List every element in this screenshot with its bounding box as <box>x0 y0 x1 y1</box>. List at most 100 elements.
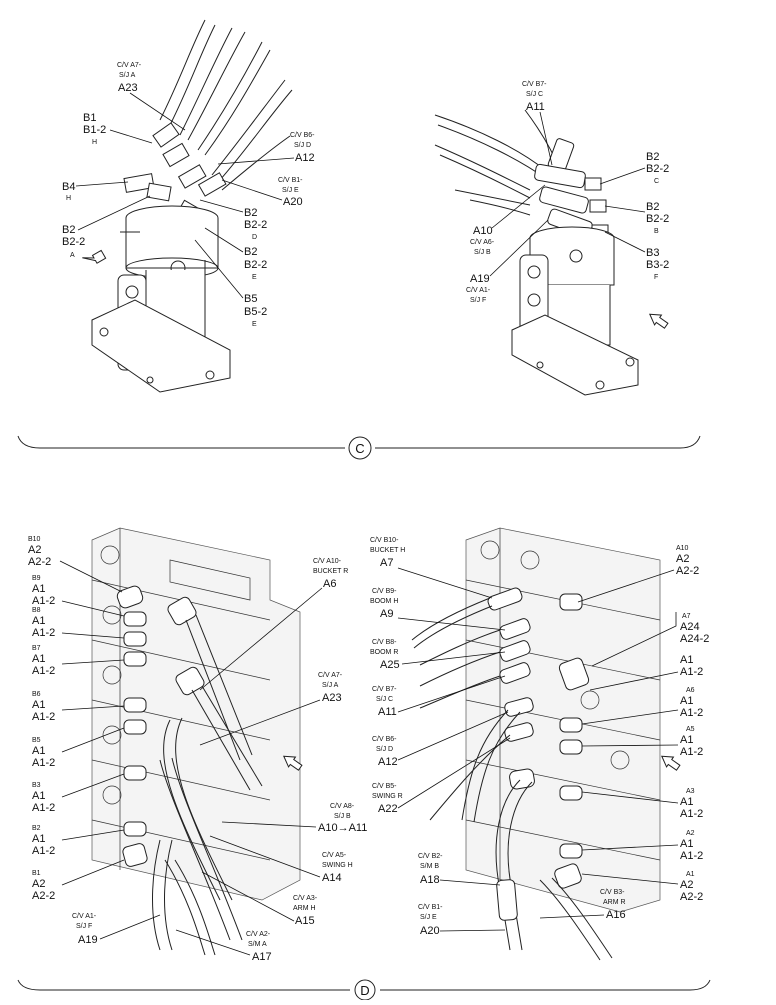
label-b2-2: B2-2 <box>244 219 267 231</box>
label-cv-a7: C/V A7- <box>117 62 142 69</box>
label-cv-b1: C/V B1- <box>418 904 443 911</box>
label-a1-2: A1-2 <box>680 746 703 758</box>
label-cv-b10: C/V B10- <box>370 537 399 544</box>
label-cv-b1: C/V B1- <box>278 177 303 184</box>
label-a1: A1 <box>680 734 693 746</box>
label-a1: A1 <box>32 699 45 711</box>
label-a2: A2 <box>686 830 695 837</box>
label-a6: A6 <box>323 578 336 590</box>
label-bucket-h: BUCKET H <box>370 547 405 554</box>
label-b5: B5 <box>32 737 41 744</box>
label-a14: A14 <box>322 872 342 884</box>
label-h: H <box>66 195 71 202</box>
label-b3: B3 <box>646 247 659 259</box>
swivel-joint-right <box>434 109 669 396</box>
label-d: D <box>252 234 257 241</box>
label-a22: A22 <box>378 803 398 815</box>
label-bucket-r: BUCKET R <box>313 568 348 575</box>
control-valve-left <box>91 527 303 956</box>
label-a1-2: A1-2 <box>32 711 55 723</box>
label-a1: A1 <box>680 695 693 707</box>
label-b1: B1 <box>32 870 41 877</box>
labels-swivel-left: C/V A7- S/J A A23 B1 B1-2 H B4 H B2 B2-2… <box>62 62 315 328</box>
label-b3-2: B3-2 <box>646 259 669 271</box>
label-a16: A16 <box>606 909 626 921</box>
labels-valve-left: B10 A2 A2-2 B9 A1 A1-2 B8 A1 A1-2 B7 A1 … <box>28 536 367 963</box>
label-a11: A11 <box>378 706 397 718</box>
label-sj-f: S/J F <box>470 297 486 304</box>
label-b7: B7 <box>32 645 41 652</box>
label-swing-h: SWING H <box>322 862 353 869</box>
label-a1-2: A1-2 <box>32 845 55 857</box>
label-a18: A18 <box>420 874 440 886</box>
label-b6: B6 <box>32 691 41 698</box>
label-a20: A20 <box>283 196 303 208</box>
section-d-marker: D <box>360 983 369 998</box>
label-arm-r: ARM R <box>603 899 626 906</box>
label-b1-2: B1-2 <box>83 124 106 136</box>
label-a1-2: A1-2 <box>32 595 55 607</box>
label-sm-b: S/M B <box>420 863 439 870</box>
label-a1: A1 <box>680 796 693 808</box>
label-a2: A2 <box>32 878 45 890</box>
label-sj-a: S/J A <box>119 72 136 79</box>
label-b2: B2 <box>244 246 257 258</box>
label-a1-2: A1-2 <box>680 707 703 719</box>
label-sj-d: S/J D <box>376 746 393 753</box>
label-boom-r: BOOM R <box>370 649 398 656</box>
label-cv-b2: C/V B2- <box>418 853 443 860</box>
label-b: B <box>654 228 659 235</box>
label-sj-b: S/J B <box>474 249 491 256</box>
label-cv-b9: C/V B9- <box>372 588 397 595</box>
section-c-bracket: C <box>17 435 701 460</box>
label-sm-a: S/M A <box>248 941 267 948</box>
label-a1: A1 <box>32 583 45 595</box>
label-cv-a1: C/V A1- <box>466 287 491 294</box>
label-a1-2: A1-2 <box>680 666 703 678</box>
label-a6: A6 <box>686 687 695 694</box>
label-a10-a11: A10→A11 <box>318 822 367 834</box>
label-cv-a1: C/V A1- <box>72 913 97 920</box>
label-a1-2: A1-2 <box>32 757 55 769</box>
label-cv-a10: C/V A10- <box>313 558 342 565</box>
label-e: E <box>252 321 257 328</box>
control-valve-right <box>411 527 681 961</box>
section-c-marker: C <box>355 441 364 456</box>
label-a1-2: A1-2 <box>32 627 55 639</box>
label-a2: A2 <box>676 553 689 565</box>
label-cv-b6: C/V B6- <box>290 132 315 139</box>
label-a11: A11 <box>526 101 545 113</box>
label-cv-a2: C/V A2- <box>246 931 271 938</box>
label-a1-2: A1-2 <box>680 850 703 862</box>
label-a23: A23 <box>322 692 342 704</box>
label-a17: A17 <box>252 951 272 963</box>
label-a19: A19 <box>78 934 98 946</box>
label-a25: A25 <box>380 659 400 671</box>
label-b2: B2 <box>244 207 257 219</box>
label-b2-2: B2-2 <box>646 163 669 175</box>
label-a2-2: A2-2 <box>32 890 55 902</box>
label-cv-a7: C/V A7- <box>318 672 343 679</box>
label-a10: A10 <box>473 225 493 237</box>
labels-valve-right: C/V B10- BUCKET H A7 C/V B9- BOOM H A9 C… <box>370 537 709 937</box>
label-a1-2: A1-2 <box>680 808 703 820</box>
label-a2-2: A2-2 <box>680 891 703 903</box>
label-b2: B2 <box>646 201 659 213</box>
label-a20: A20 <box>420 925 440 937</box>
label-h: H <box>92 139 97 146</box>
label-b5: B5 <box>244 293 257 305</box>
label-f: F <box>654 274 658 281</box>
label-sj-c: S/J C <box>526 91 543 98</box>
label-b3: B3 <box>32 782 41 789</box>
labels-swivel-right: C/V B7- S/J C A11 B2 B2-2 C B2 B2-2 B A1… <box>466 81 669 304</box>
label-e: E <box>252 274 257 281</box>
label-b2: B2 <box>646 151 659 163</box>
label-sj-a: S/J A <box>322 682 339 689</box>
label-a23: A23 <box>118 82 138 94</box>
label-sj-e: S/J E <box>282 187 299 194</box>
label-a10: A10 <box>676 545 689 552</box>
label-cv-b5: C/V B5- <box>372 783 397 790</box>
label-a1: A1 <box>32 653 45 665</box>
label-cv-b3: C/V B3- <box>600 889 625 896</box>
